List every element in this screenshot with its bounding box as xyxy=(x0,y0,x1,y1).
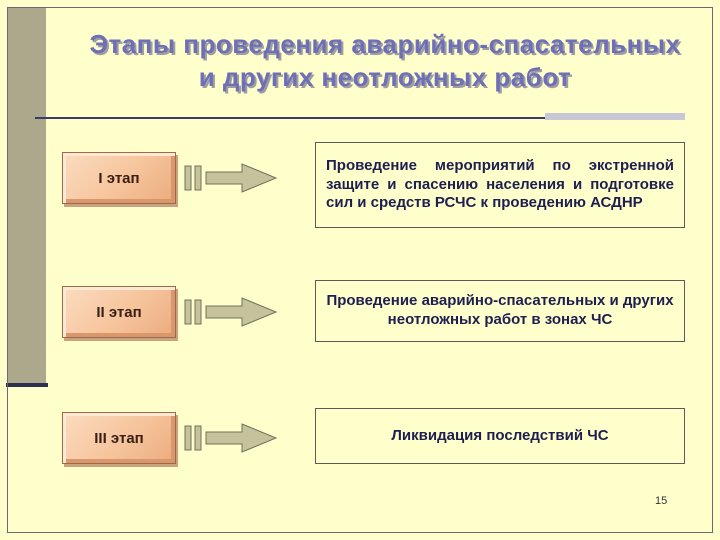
stage-description-box-1: Проведение мероприятий по экстренной защ… xyxy=(315,142,685,228)
slide-title-line2: и других неотложных работ xyxy=(198,61,572,92)
title-divider xyxy=(35,117,685,119)
stage-arrow-icon xyxy=(184,297,278,327)
stage-arrow-icon xyxy=(184,163,278,193)
stage-arrow-icon xyxy=(184,423,278,453)
stage-button-3-label: III этап xyxy=(94,429,144,447)
slide-title: Этапы проведения аварийно-спасательных и… xyxy=(70,28,700,93)
left-sidebar-bar xyxy=(8,8,46,384)
slide-title-line1: Этапы проведения аварийно-спасательных xyxy=(89,29,681,59)
stage-description-2: Проведение аварийно-спасательных и други… xyxy=(326,292,674,328)
stage-button-1: I этап xyxy=(62,152,176,204)
left-bar-end-line xyxy=(6,383,48,387)
stage-button-2-label: II этап xyxy=(96,303,142,321)
stage-description-box-3: Ликвидация последствий ЧС xyxy=(315,408,685,464)
page-number: 15 xyxy=(655,495,668,507)
stage-button-1-label: I этап xyxy=(98,169,140,187)
stage-description-box-2: Проведение аварийно-спасательных и други… xyxy=(315,280,685,342)
stage-button-3: III этап xyxy=(62,412,176,464)
title-divider-accent xyxy=(545,113,685,120)
stage-description-1: Проведение мероприятий по экстренной защ… xyxy=(326,156,674,212)
stage-button-2: II этап xyxy=(62,286,176,338)
stage-description-3: Ликвидация последствий ЧС xyxy=(391,426,609,444)
